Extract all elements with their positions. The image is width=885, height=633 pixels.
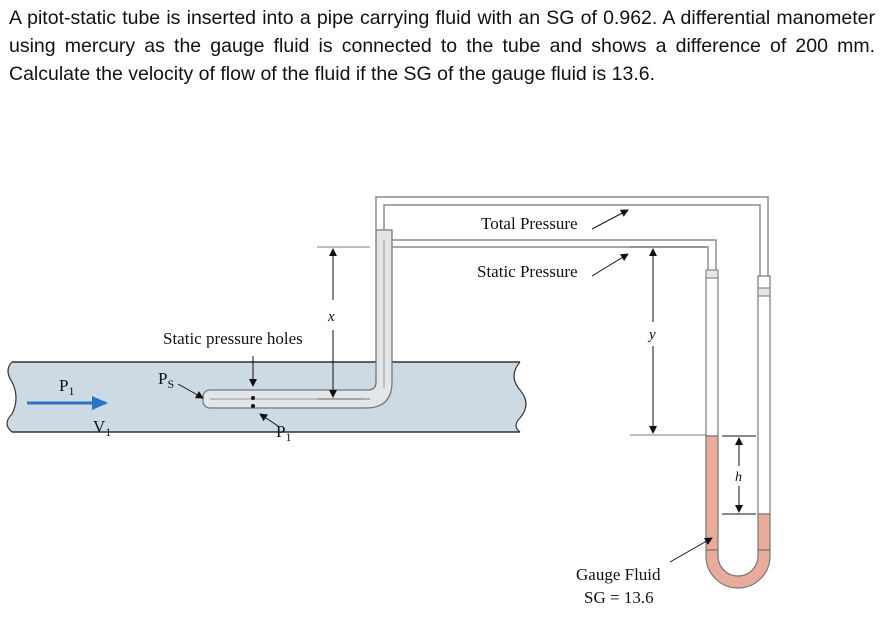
dimension-h-label: h xyxy=(735,470,742,485)
p1-left-label: P1 xyxy=(59,376,74,398)
ps-main: P xyxy=(158,369,167,388)
problem-statement: A pitot-static tube is inserted into a p… xyxy=(9,7,875,85)
ps-label: PS xyxy=(158,369,174,391)
ps-leader xyxy=(177,383,204,399)
static-hole xyxy=(251,404,255,408)
gauge-fluid-label: Gauge Fluid xyxy=(576,565,661,584)
p1-left-main: P xyxy=(59,376,68,395)
total-pressure-line xyxy=(375,196,769,292)
static-pressure-leader xyxy=(591,253,629,277)
p1-probe-sub: 1 xyxy=(285,430,291,444)
dimension-h xyxy=(722,435,756,515)
gauge-sg-label: SG = 13.6 xyxy=(584,588,654,607)
p1-probe-label: P1 xyxy=(276,422,291,444)
static-pressure-holes-label: Static pressure holes xyxy=(163,329,303,348)
ps-sub: S xyxy=(167,377,174,391)
pitot-probe xyxy=(202,229,393,409)
total-pressure-leader xyxy=(591,209,629,230)
gauge-fluid-leader xyxy=(669,537,713,563)
static-pressure-label: Static Pressure xyxy=(477,262,578,281)
dimension-y-label: y xyxy=(647,327,656,343)
manometer xyxy=(705,269,771,589)
v1-sub: 1 xyxy=(105,425,111,439)
p1-probe-main: P xyxy=(276,422,285,441)
v1-label: V1 xyxy=(93,417,111,439)
v1-main: V xyxy=(93,417,106,436)
static-pressure-line xyxy=(392,239,717,276)
p1-probe-leader xyxy=(259,413,279,427)
total-pressure-label: Total Pressure xyxy=(481,214,578,233)
dimension-x xyxy=(317,246,370,400)
dimension-x-label: x xyxy=(327,309,335,325)
p1-left-sub: 1 xyxy=(68,384,74,398)
dimension-y xyxy=(630,246,706,436)
static-hole xyxy=(251,396,255,400)
